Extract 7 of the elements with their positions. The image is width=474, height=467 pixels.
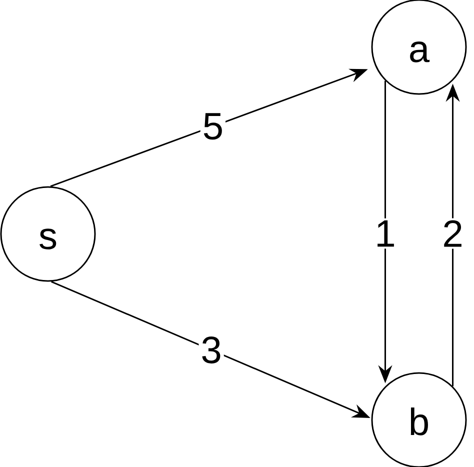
edge-label: 1	[372, 218, 398, 249]
edge-label: 5	[200, 111, 226, 142]
edge-label: 2	[440, 218, 466, 249]
graph-node: s	[0, 186, 96, 282]
graph-node: a	[371, 0, 467, 95]
edge-label: 3	[198, 334, 224, 366]
graph-node: b	[371, 372, 467, 467]
